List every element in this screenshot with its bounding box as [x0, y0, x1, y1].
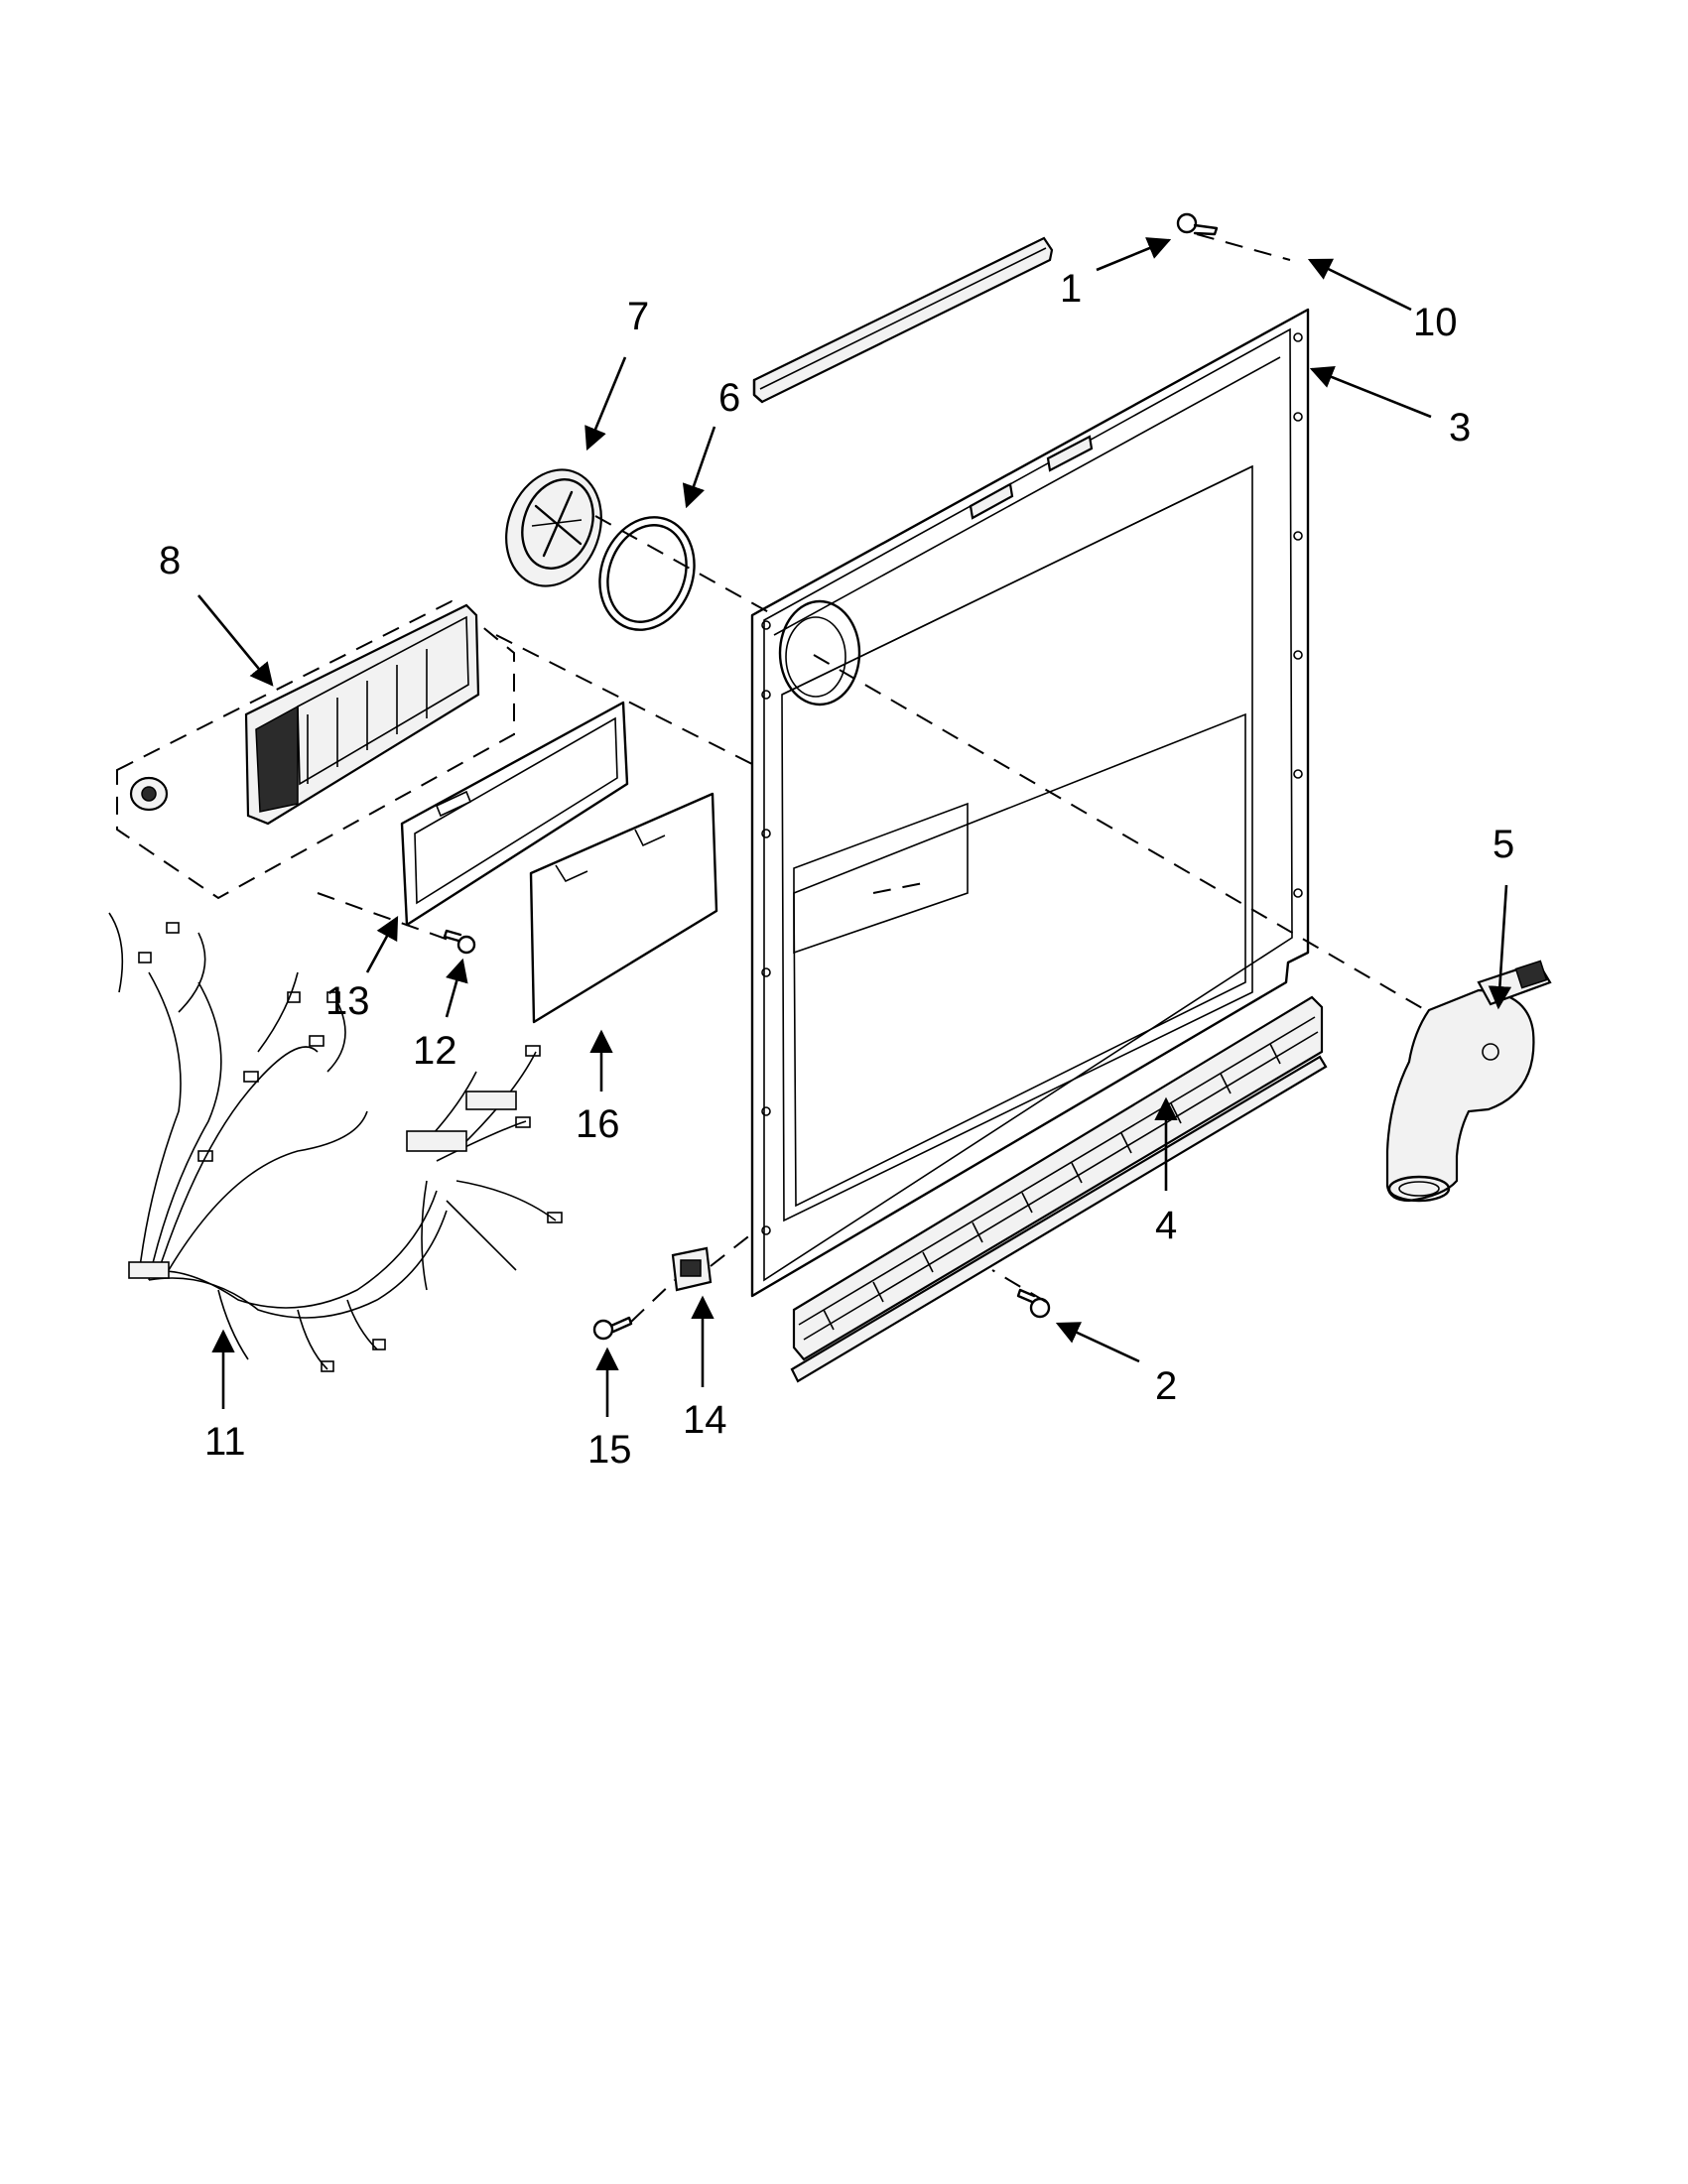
door-top-trim — [752, 236, 1054, 404]
inner-door-panel — [750, 308, 1310, 1298]
callout-15: 15 — [587, 1428, 632, 1472]
callout-14: 14 — [683, 1398, 727, 1442]
vent-grille — [505, 468, 602, 587]
callout-1: 1 — [1060, 267, 1082, 311]
latch-bracket — [671, 1246, 713, 1292]
wiring-harness — [108, 912, 563, 1372]
vent-duct — [1385, 960, 1552, 1203]
callout-arrows — [196, 237, 1512, 1417]
callout-11: 11 — [204, 1420, 246, 1464]
assembly-guide-lines — [317, 233, 1430, 1323]
callout-3: 3 — [1449, 406, 1471, 450]
callout-12: 12 — [413, 1029, 457, 1073]
vent-gasket — [598, 516, 696, 631]
callout-4: 4 — [1155, 1204, 1177, 1247]
callout-7: 7 — [627, 295, 649, 338]
callout-8: 8 — [159, 539, 181, 582]
insulation-sheet — [529, 792, 718, 1024]
mounting-plate — [400, 701, 629, 927]
callout-10: 10 — [1413, 301, 1458, 344]
bottom-door-rail — [790, 995, 1328, 1383]
callout-16: 16 — [576, 1102, 620, 1146]
callout-5: 5 — [1493, 823, 1514, 866]
callout-labels: 1 10 3 7 6 8 5 13 12 16 4 2 14 15 11 — [159, 267, 1514, 1472]
callout-2: 2 — [1155, 1364, 1177, 1408]
control-module — [116, 599, 515, 900]
plate-screw — [443, 929, 476, 955]
top-screw — [1176, 212, 1219, 236]
callout-6: 6 — [718, 376, 740, 420]
latch-screw — [592, 1316, 633, 1341]
callout-13: 13 — [325, 979, 370, 1023]
